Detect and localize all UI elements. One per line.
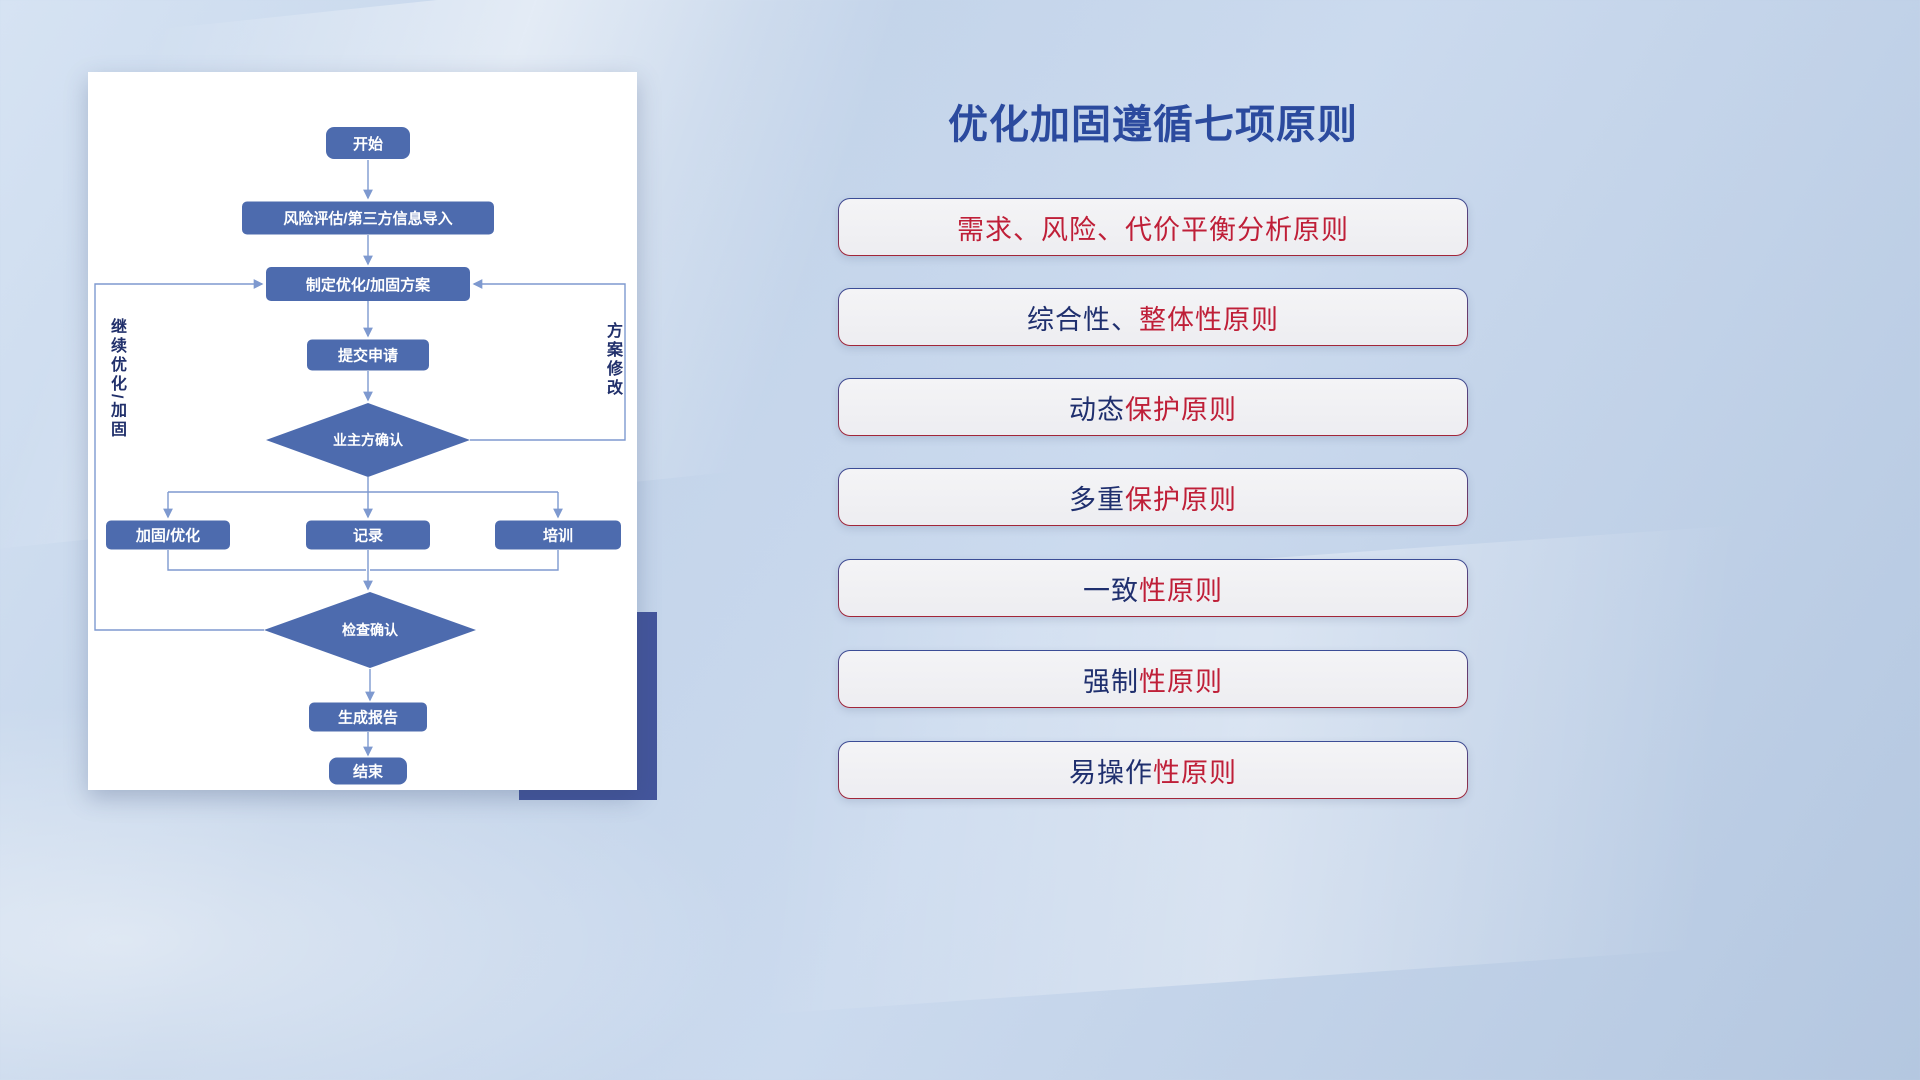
flow-node-make-plan: 制定优化/加固方案 xyxy=(266,267,470,301)
flow-node-reinforce: 加固/优化 xyxy=(106,520,230,550)
principle-text-red: 保护原则 xyxy=(1125,394,1237,425)
principle-text-red: 保护原则 xyxy=(1125,484,1237,515)
principle-text-navy: 强制 xyxy=(1083,666,1139,697)
principle-text-red: 整体性原则 xyxy=(1139,304,1279,335)
principle-item-2: 综合性、整体性原则 xyxy=(838,288,1468,346)
flow-node-record: 记录 xyxy=(306,520,430,550)
page-title: 优化加固遵循七项原则 xyxy=(948,103,1358,147)
principle-item-3: 动态保护原则 xyxy=(838,378,1468,436)
principle-text-red: 性原则 xyxy=(1139,575,1223,606)
flow-node-submit: 提交申请 xyxy=(307,339,429,371)
principle-item-1: 需求、风险、代价平衡分析原则 xyxy=(838,198,1468,256)
principle-item-4: 多重保护原则 xyxy=(838,468,1468,526)
flow-node-risk-import: 风险评估/第三方信息导入 xyxy=(242,201,494,235)
principle-text-navy: 动态 xyxy=(1069,394,1125,425)
principle-text-red: 性原则 xyxy=(1139,666,1223,697)
principle-item-5: 一致性原则 xyxy=(838,559,1468,617)
principle-item-6: 强制性原则 xyxy=(838,650,1468,708)
flow-node-report: 生成报告 xyxy=(309,702,427,732)
loop-label-continue-optimize: 继续优化/加固 xyxy=(108,318,125,440)
loop-label-plan-modify: 方案修改 xyxy=(604,322,621,398)
principle-text-navy: 综合性、 xyxy=(1027,304,1139,335)
principle-text-navy: 易操作 xyxy=(1069,757,1153,788)
flow-node-training: 培训 xyxy=(495,520,621,550)
principle-text-red: 需求、风险、代价平衡分析原则 xyxy=(957,214,1349,245)
principle-text-navy: 多重 xyxy=(1069,484,1125,515)
flow-node-start: 开始 xyxy=(326,127,410,159)
principle-text-red: 性原则 xyxy=(1153,757,1237,788)
flow-connectors xyxy=(94,160,626,757)
flowchart-card: 开始 风险评估/第三方信息导入 制定优化/加固方案 提交申请 业主方确认 加固/… xyxy=(88,72,637,790)
flow-node-end: 结束 xyxy=(329,757,407,785)
principle-text-navy: 一致 xyxy=(1083,575,1139,606)
principle-item-7: 易操作性原则 xyxy=(838,741,1468,799)
